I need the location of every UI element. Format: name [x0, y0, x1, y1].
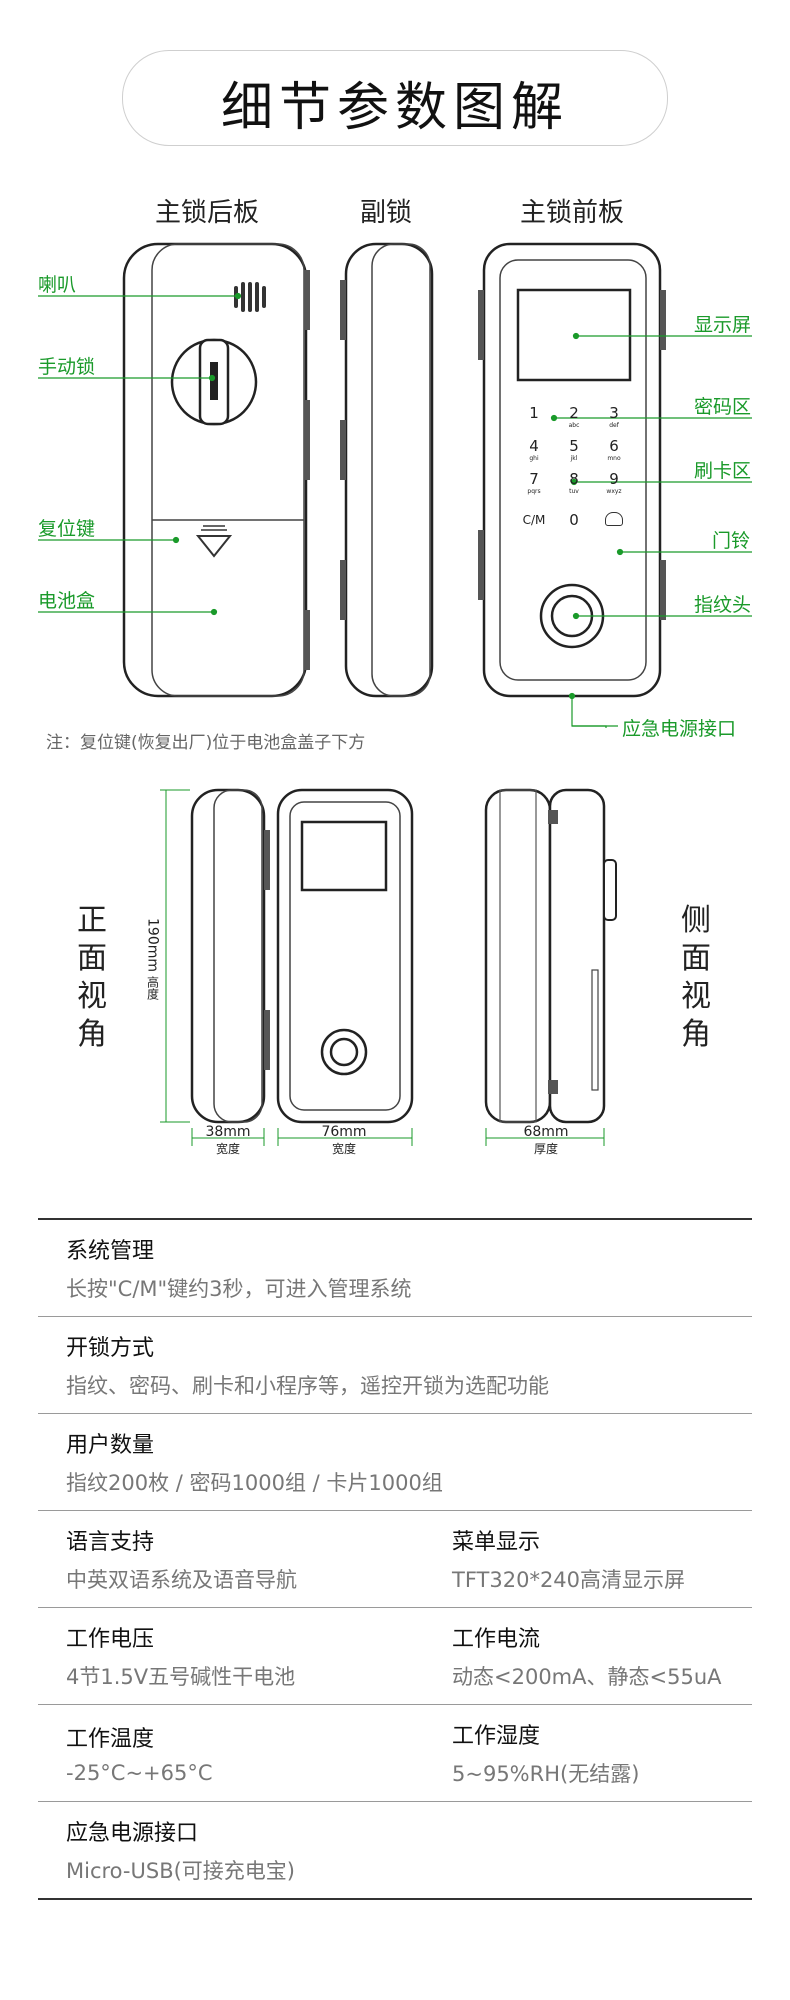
side-view-label: 侧面视角 [681, 903, 711, 1052]
callout-display: 显示屏 [694, 314, 752, 336]
front-view-label: 正面视角 [77, 903, 107, 1052]
spec-value: -25°C~+65°C [66, 1761, 213, 1785]
spec-cell: 工作温度 -25°C~+65°C [38, 1721, 424, 1785]
title-pill: 细节参数图解 [122, 50, 668, 146]
callout-fingerprint: 指纹头 [694, 594, 752, 616]
spec-row: 用户数量 指纹200枚 / 密码1000组 / 卡片1000组 [38, 1414, 752, 1510]
spec-value: 动态<200mA、静态<55uA [452, 1665, 722, 1689]
spec-cell: 工作电流 动态<200mA、静态<55uA [424, 1621, 752, 1691]
callout-card-area: 刷卡区 [694, 460, 752, 482]
spec-label: 工作湿度 [452, 1724, 541, 1749]
spec-value: 指纹、密码、刷卡和小程序等，遥控开锁为选配功能 [66, 1374, 549, 1398]
spec-label: 系统管理 [66, 1239, 155, 1264]
key-0[interactable]: 0 [569, 511, 579, 529]
spec-label: 应急电源接口 [66, 1821, 199, 1846]
spec-row: 开锁方式 指纹、密码、刷卡和小程序等，遥控开锁为选配功能 [38, 1317, 752, 1413]
callout-doorbell: 门铃 [712, 530, 751, 552]
spec-label: 工作电流 [452, 1627, 541, 1652]
doorbell-key[interactable] [594, 503, 634, 530]
lock-views-diagram [38, 242, 752, 728]
spec-value: 4节1.5V五号碱性干电池 [66, 1665, 296, 1689]
front-panel-label: 主锁前板 [520, 198, 625, 228]
spec-cell: 工作电压 4节1.5V五号碱性干电池 [38, 1621, 424, 1691]
spec-row: 工作电压 4节1.5V五号碱性干电池 工作电流 动态<200mA、静态<55uA [38, 1608, 752, 1704]
spec-label: 语言支持 [66, 1530, 155, 1555]
spec-label: 工作温度 [66, 1727, 155, 1752]
callout-speaker: 喇叭 [38, 274, 77, 296]
spec-label: 工作电压 [66, 1627, 155, 1652]
sub-lock-label: 副锁 [360, 198, 413, 228]
spec-value: 指纹200枚 / 密码1000组 / 卡片1000组 [66, 1471, 443, 1495]
back-panel-label: 主锁后板 [155, 198, 260, 228]
callout-emergency-power: 应急电源接口 [622, 718, 737, 740]
callout-manual-lock: 手动锁 [38, 356, 96, 378]
spec-cell: 菜单显示 TFT320*240高清显示屏 [424, 1524, 752, 1594]
back-panel-drawing [122, 242, 310, 698]
sub-lock-drawing [340, 242, 434, 698]
spec-cell: 系统管理 长按"C/M"键约3秒，可进入管理系统 [38, 1233, 752, 1303]
callout-reset-button: 复位键 [38, 518, 96, 540]
spec-label: 开锁方式 [66, 1336, 155, 1361]
spec-label: 用户数量 [66, 1433, 155, 1458]
bell-icon [605, 512, 623, 526]
spec-value: TFT320*240高清显示屏 [452, 1568, 686, 1592]
fingerprint-sensor-icon [539, 583, 605, 649]
page-title: 细节参数图解 [220, 78, 569, 138]
spec-row: 应急电源接口 Micro-USB(可接充电宝) [38, 1802, 752, 1898]
height-dimension: 190mm 高度 [144, 918, 161, 1000]
spec-cell: 应急电源接口 Micro-USB(可接充电宝) [38, 1815, 752, 1885]
spec-cell: 用户数量 指纹200枚 / 密码1000组 / 卡片1000组 [38, 1427, 752, 1497]
callout-lines [38, 292, 752, 728]
spec-row: 工作温度 -25°C~+65°C 工作湿度 5~95%RH(无结露) [38, 1705, 752, 1801]
dimension-views-diagram [160, 788, 617, 1146]
spec-value: 5~95%RH(无结露) [452, 1762, 640, 1786]
manual-lock-knob [170, 338, 258, 426]
spec-cell: 语言支持 中英双语系统及语音导航 [38, 1524, 424, 1594]
spec-cell: 开锁方式 指纹、密码、刷卡和小程序等，遥控开锁为选配功能 [38, 1330, 752, 1400]
specs-table: 系统管理 长按"C/M"键约3秒，可进入管理系统 开锁方式 指纹、密码、刷卡和小… [38, 1218, 752, 1900]
spec-value: Micro-USB(可接充电宝) [66, 1859, 295, 1883]
spec-label: 菜单显示 [452, 1530, 541, 1555]
spec-row: 系统管理 长按"C/M"键约3秒，可进入管理系统 [38, 1220, 752, 1316]
callout-password-area: 密码区 [694, 396, 752, 418]
key-cm[interactable]: C/M [522, 513, 546, 527]
spec-value: 中英双语系统及语音导航 [66, 1568, 297, 1592]
reset-note: 注：复位键(恢复出厂)位于电池盒盖子下方 [46, 733, 366, 753]
spec-row: 语言支持 中英双语系统及语音导航 菜单显示 TFT320*240高清显示屏 [38, 1511, 752, 1607]
key-1[interactable]: 1 [529, 404, 539, 422]
callout-battery-box: 电池盒 [38, 590, 96, 612]
spec-cell: 工作湿度 5~95%RH(无结露) [424, 1718, 752, 1788]
spec-value: 长按"C/M"键约3秒，可进入管理系统 [66, 1277, 412, 1301]
